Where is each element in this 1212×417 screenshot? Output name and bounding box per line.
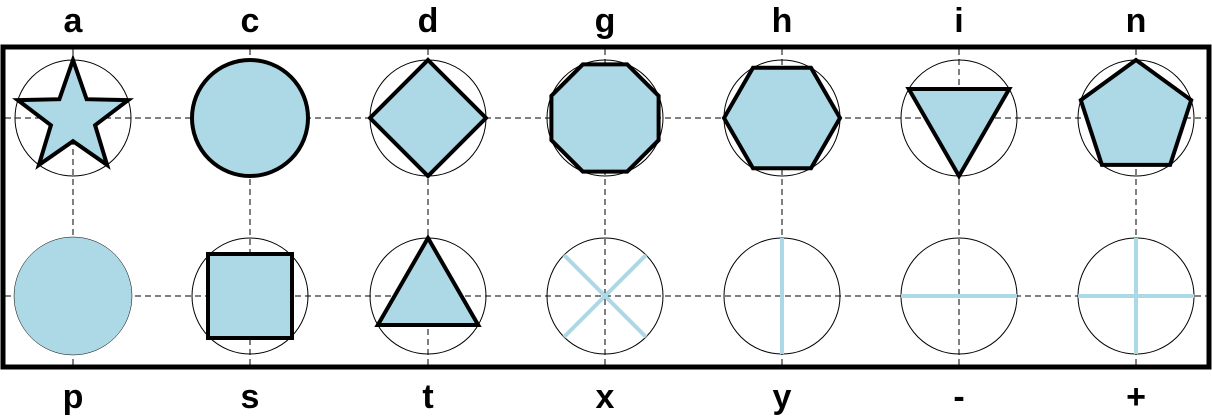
symbol-code-label: - (953, 378, 964, 416)
hexagon-icon (721, 65, 843, 171)
symbol-diamond (367, 57, 489, 179)
symbol-circle (190, 58, 310, 178)
symbol-code-label: s (241, 378, 260, 416)
triangle-icon (374, 233, 482, 327)
reference-circle (191, 237, 309, 355)
symbol-code-label: p (63, 378, 84, 416)
symbol-code-label: h (772, 2, 793, 40)
symbol-code-label: n (1126, 2, 1147, 40)
symbol-hexagon (721, 59, 843, 177)
reference-circle (546, 59, 664, 177)
symbol-code-label: c (241, 2, 260, 40)
symbol-vertical-dash (723, 237, 841, 355)
symbol-code-label: t (422, 378, 433, 416)
symbol-code-label: g (595, 2, 616, 40)
symbol-star (12, 53, 134, 177)
symbol-point (13, 236, 133, 356)
pentagon-icon (1078, 57, 1194, 167)
labels: a c d g h i n p s t x y - + (63, 2, 1147, 416)
octagon-icon (549, 62, 661, 174)
circle-icon (190, 58, 310, 178)
frame (0, 44, 1212, 370)
symbol-horizontal-dash (900, 237, 1018, 355)
inverted-triangle-icon (905, 87, 1013, 181)
point-icon (13, 236, 133, 356)
symbol-square (191, 237, 309, 355)
symbol-triangle (369, 233, 487, 355)
symbol-pentagon (1077, 57, 1195, 177)
symbol-cross (546, 237, 664, 355)
symbol-code-label: a (64, 2, 84, 40)
symbol-octagon (546, 59, 664, 177)
diamond-icon (367, 57, 489, 179)
cross-line (562, 253, 648, 339)
symbols (12, 53, 1195, 356)
symbol-code-label: + (1126, 378, 1146, 416)
symbol-inverted-triangle (900, 59, 1018, 181)
square-icon (206, 252, 294, 340)
reference-circle (546, 237, 664, 355)
symbol-code-label: y (773, 378, 792, 416)
star-icon (12, 53, 134, 170)
symbol-code-label: x (596, 378, 615, 416)
symbol-plus (1077, 237, 1195, 355)
symbol-code-label: d (418, 2, 439, 40)
symbol-code-label: i (954, 2, 963, 40)
